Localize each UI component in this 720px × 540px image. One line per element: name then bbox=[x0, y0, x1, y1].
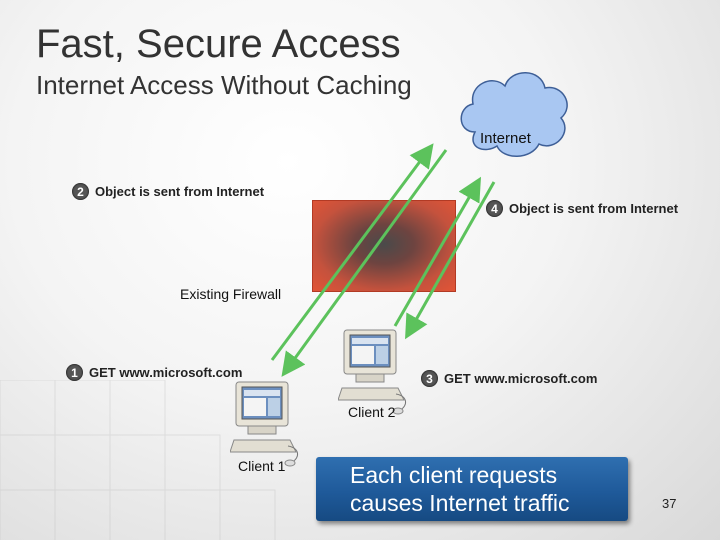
callout-line-2: causes Internet traffic bbox=[350, 490, 570, 516]
step-4-text: Object is sent from Internet bbox=[509, 201, 679, 216]
slide-subtitle: Internet Access Without Caching bbox=[36, 70, 412, 100]
step-2-text: Object is sent from Internet bbox=[95, 184, 265, 199]
step-3: 3 GET www.microsoft.com bbox=[421, 370, 597, 387]
client-2-computer-icon bbox=[338, 329, 406, 415]
step-2: 2 Object is sent from Internet bbox=[72, 183, 264, 200]
client-2-label: Client 2 bbox=[348, 404, 396, 420]
callout-box: Each client requests causes Internet tra… bbox=[316, 457, 628, 521]
step-1-text: GET www.microsoft.com bbox=[89, 365, 243, 380]
firewall-label: Existing Firewall bbox=[180, 286, 282, 302]
step-1-number: 1 bbox=[66, 364, 83, 381]
step-3-text: GET www.microsoft.com bbox=[444, 371, 598, 386]
step-3-number: 3 bbox=[421, 370, 438, 387]
internet-label: Internet bbox=[480, 130, 531, 147]
client-1-label: Client 1 bbox=[238, 458, 286, 474]
step-2-number: 2 bbox=[72, 183, 89, 200]
page-number: 37 bbox=[662, 496, 677, 511]
background-grid bbox=[0, 380, 276, 540]
internet-cloud-icon bbox=[460, 72, 568, 157]
step-1: 1 GET www.microsoft.com bbox=[66, 364, 242, 381]
callout-line-1: Each client requests bbox=[350, 462, 558, 488]
step-4: 4 Object is sent from Internet bbox=[486, 200, 678, 217]
step-4-number: 4 bbox=[486, 200, 503, 217]
client-1-computer-icon bbox=[230, 381, 298, 467]
slide-title: Fast, Secure Access bbox=[36, 22, 401, 66]
firewall-box bbox=[312, 200, 456, 292]
